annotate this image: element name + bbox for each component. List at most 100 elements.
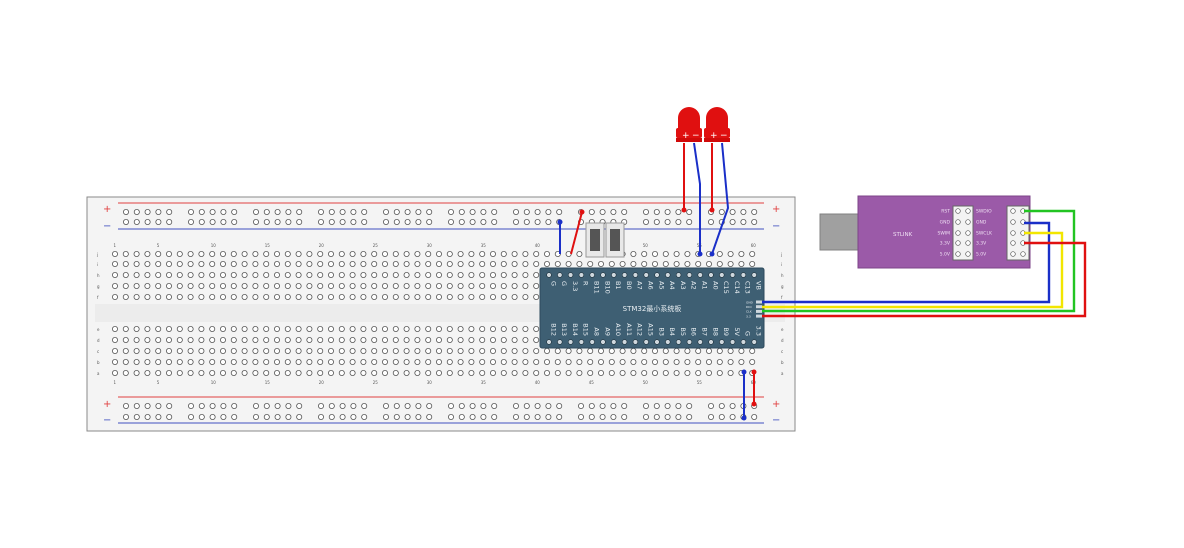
stlink-right-label: 5.0V bbox=[976, 252, 987, 258]
push-button-1 bbox=[585, 222, 605, 258]
row-letter-right-b: b bbox=[781, 360, 784, 365]
stm32-bottom-pin-label: A15 bbox=[647, 323, 655, 336]
row-letter-right-c: c bbox=[781, 349, 783, 354]
wire-led2-minus bbox=[711, 142, 730, 255]
row-letter-right-d: d bbox=[781, 338, 784, 343]
stm32-bottom-pin-label: B12 bbox=[549, 323, 557, 336]
stlink-body bbox=[857, 195, 1031, 269]
stlink-right-label: SWDIO bbox=[976, 209, 992, 215]
stm32-top-pin-label: C15 bbox=[722, 281, 730, 294]
wire-green-dio-swd bbox=[762, 209, 1076, 313]
stm32-top-pin-label: R bbox=[582, 281, 590, 286]
stlink-programmer: STLINK RSTGNDSWIM3.3V5.0VSWDIOGNDSWCLK3.… bbox=[819, 195, 1031, 269]
stm32-bottom-pin-label: B7 bbox=[701, 327, 709, 336]
row-letter-right-h: h bbox=[781, 273, 784, 278]
stm32-top-pin-label: C13 bbox=[744, 281, 752, 294]
stm32-swd-pin-label: GND bbox=[746, 300, 754, 304]
stm32-top-pin-label: B11 bbox=[593, 281, 601, 294]
column-number-top: 5 bbox=[157, 243, 160, 248]
usb-plug bbox=[819, 213, 859, 251]
stm32-top-pin-label: G bbox=[560, 281, 568, 286]
rail-plus-label-bottom-right: + bbox=[772, 399, 780, 410]
wire-yellow-clk-swd bbox=[762, 231, 1064, 309]
stm32-top-pin-label: A6 bbox=[647, 281, 655, 290]
stlink-right-label: 3.3V bbox=[976, 241, 987, 247]
row-letter-right-j: j bbox=[780, 252, 782, 257]
stm32-top-pin-label: A1 bbox=[701, 281, 709, 290]
row-letter-right-f: f bbox=[781, 295, 783, 300]
stm32-board-title: STM32最小系统板 bbox=[623, 304, 682, 313]
stm32-bottom-pin-label: A9 bbox=[603, 327, 611, 336]
stm32-top-pin-label: 3.3 bbox=[571, 281, 579, 291]
stm32-bottom-pin-label: B6 bbox=[690, 327, 698, 336]
led1-plus-label: + bbox=[682, 131, 690, 141]
row-letter-h: h bbox=[97, 273, 100, 278]
column-number-top: 10 bbox=[211, 243, 217, 248]
wire-red-3v3-jumper bbox=[570, 211, 583, 255]
column-number-top: 60 bbox=[751, 243, 757, 248]
row-letter-right-e: e bbox=[781, 327, 784, 332]
wire-red-3v3-swd bbox=[762, 241, 1087, 318]
stm32-top-pin-label: A2 bbox=[690, 281, 698, 290]
rail-minus-label-bottom: − bbox=[103, 415, 111, 426]
column-number-bottom: 50 bbox=[643, 380, 649, 385]
stlink-left-label: 5.0V bbox=[940, 252, 951, 258]
column-number-bottom: 15 bbox=[265, 380, 271, 385]
row-letter-f: f bbox=[97, 295, 99, 300]
stm32-top-pin-label: B0 bbox=[625, 281, 633, 290]
stlink-right-label: SWCLK bbox=[976, 231, 993, 237]
stm32-bottom-pin-label: B15 bbox=[582, 323, 590, 336]
column-number-top: 25 bbox=[373, 243, 379, 248]
breadboard-column-numbers: 1155101015152020252530303535404045455050… bbox=[114, 243, 757, 385]
column-number-bottom: 5 bbox=[157, 380, 160, 385]
wires bbox=[559, 142, 1087, 418]
stm32-bottom-pin-label: A8 bbox=[593, 327, 601, 336]
stlink-right-label: GND bbox=[976, 220, 987, 226]
column-number-top: 40 bbox=[535, 243, 541, 248]
stm32-top-pin-label: B1 bbox=[614, 281, 622, 290]
column-number-top: 50 bbox=[643, 243, 649, 248]
stm32-swd-pin-label: CLK bbox=[746, 310, 753, 314]
column-number-top: 35 bbox=[481, 243, 487, 248]
wire-led1-minus bbox=[693, 142, 701, 254]
stm32-bottom-pin-label: B4 bbox=[668, 327, 676, 336]
stm32-bottom-pin-label: A10 bbox=[614, 323, 622, 336]
column-number-bottom: 1 bbox=[114, 380, 117, 385]
rail-minus-label-bottom-right: − bbox=[772, 415, 780, 426]
push-button-2 bbox=[605, 222, 625, 258]
stm32-swd-pin-label: 3.3 bbox=[746, 314, 751, 318]
stm32-top-pin-label: A7 bbox=[636, 281, 644, 290]
stm32-top-pin-label: A5 bbox=[657, 281, 665, 290]
column-number-top: 20 bbox=[319, 243, 325, 248]
led2-minus-label: − bbox=[720, 131, 728, 141]
row-letter-right-a: a bbox=[781, 371, 784, 376]
column-number-bottom: 45 bbox=[589, 380, 595, 385]
wire-blue-gnd-swd bbox=[762, 221, 1051, 304]
column-number-bottom: 40 bbox=[535, 380, 541, 385]
rail-plus-label-bottom: + bbox=[103, 399, 111, 410]
column-number-bottom: 35 bbox=[481, 380, 487, 385]
row-letter-d: d bbox=[97, 338, 100, 343]
stm32-top-pin-label: C14 bbox=[733, 281, 741, 294]
stm32-top-pin-label: A4 bbox=[668, 281, 676, 290]
wire-endpoints bbox=[557, 207, 757, 421]
column-number-bottom: 10 bbox=[211, 380, 217, 385]
stm32-bottom-pin-label: B8 bbox=[711, 327, 719, 336]
led1-minus-label: − bbox=[692, 131, 700, 141]
led-1: + − bbox=[676, 107, 702, 142]
stm32-bottom-pin-label: B9 bbox=[722, 327, 730, 336]
stm32-top-pin-label: VB bbox=[755, 281, 763, 290]
rail-plus-label-top: + bbox=[103, 204, 111, 215]
stm32-bottom-pin-label: A12 bbox=[636, 323, 644, 336]
stm32-top-pin-label: A3 bbox=[679, 281, 687, 290]
rail-plus-label-top-right: + bbox=[772, 204, 780, 215]
column-number-bottom: 20 bbox=[319, 380, 325, 385]
stlink-left-label: RST bbox=[941, 209, 950, 215]
row-letter-j: j bbox=[96, 252, 98, 257]
led2-plus-label: + bbox=[710, 131, 718, 141]
stm32-swd-pin-label: DIO bbox=[746, 305, 752, 309]
